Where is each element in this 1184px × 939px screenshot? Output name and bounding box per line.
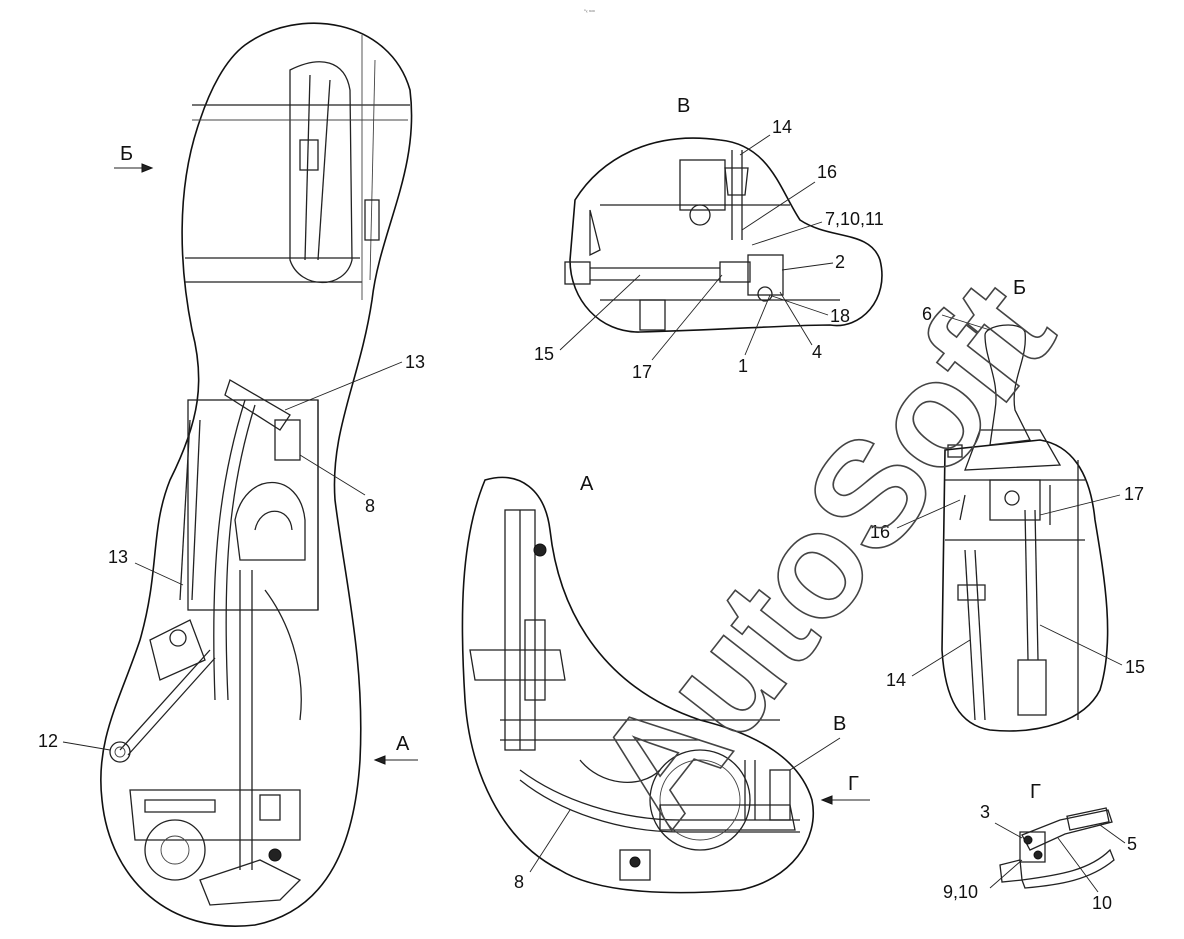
callout-14-right: 14	[886, 670, 906, 690]
callout-10: 10	[1092, 893, 1112, 913]
watermark: AutoSoft	[562, 251, 1084, 853]
callout-15-top: 15	[534, 344, 554, 364]
callout-13-top: 13	[405, 352, 425, 372]
view-g-label: Г	[1030, 781, 1041, 803]
callout-15-right: 15	[1125, 657, 1145, 677]
view-v-inner-label: В	[833, 713, 846, 735]
callout-17-right: 17	[1124, 484, 1144, 504]
view-a-detail	[461, 476, 815, 894]
callout-2: 2	[835, 252, 845, 272]
view-a-label: А	[580, 473, 594, 495]
callout-13-left: 13	[108, 547, 128, 567]
callout-9-10: 9,10	[943, 882, 978, 902]
view-b-right-label: Б	[1013, 277, 1026, 299]
view-v-label: В	[677, 95, 690, 117]
callout-5: 5	[1127, 834, 1137, 854]
callout-6: 6	[922, 304, 932, 324]
callout-7-10-11: 7,10,11	[825, 209, 884, 229]
view-b-top-label: Б	[120, 143, 133, 165]
callout-8-bottom: 8	[514, 872, 524, 892]
callout-12: 12	[38, 731, 58, 751]
callout-14-top: 14	[772, 117, 792, 137]
callout-8-left: 8	[365, 496, 375, 516]
left-main-view	[100, 22, 413, 927]
view-g-detail	[999, 807, 1115, 889]
view-v-detail	[564, 137, 883, 333]
callout-18: 18	[830, 306, 850, 326]
callout-16-right: 16	[870, 522, 890, 542]
callout-16-top: 16	[817, 162, 837, 182]
callout-1: 1	[738, 356, 748, 376]
view-a-arrow-label: А	[396, 733, 410, 755]
header-mark: ⁿₓ ₘₘ	[584, 8, 595, 14]
callout-4: 4	[812, 342, 822, 362]
view-b-detail	[941, 324, 1109, 732]
view-g-arrow-label: Г	[848, 773, 859, 795]
callout-17-top: 17	[632, 362, 652, 382]
callout-3: 3	[980, 802, 990, 822]
